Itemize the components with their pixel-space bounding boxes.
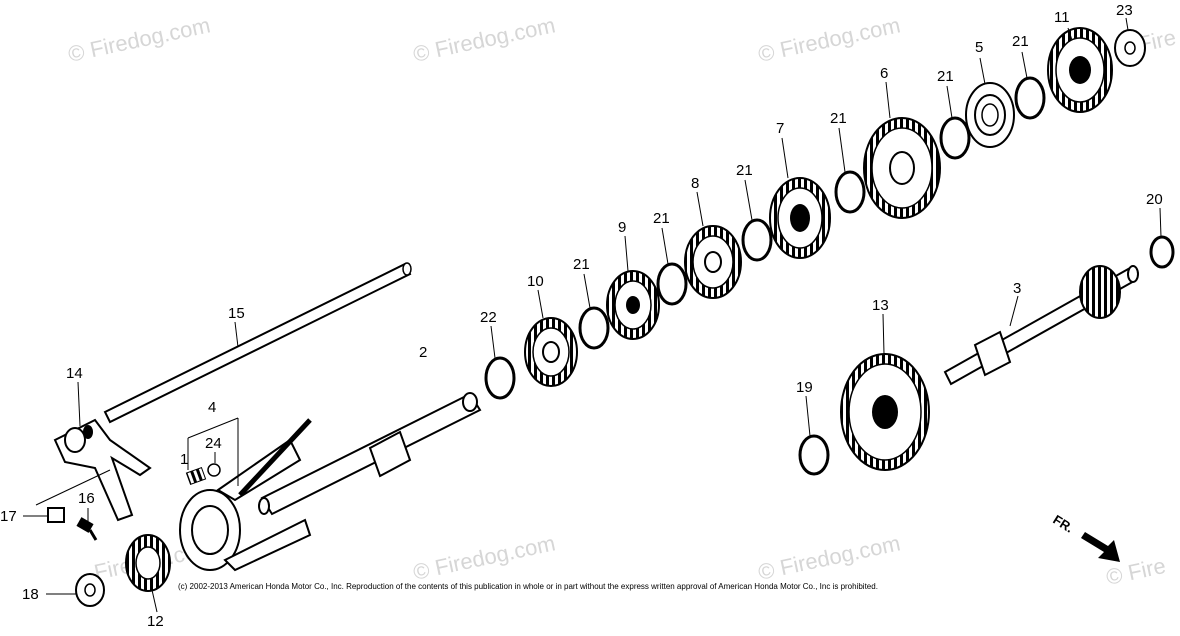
callout-7: 7 — [776, 120, 784, 137]
callout-16: 16 — [78, 490, 95, 507]
gear-11 — [1047, 27, 1113, 113]
callout-15: 15 — [228, 305, 245, 322]
gear-7 — [769, 177, 831, 259]
shift-fork-14 — [53, 418, 152, 522]
washer-21 — [656, 262, 688, 306]
gear-8 — [684, 225, 742, 299]
callout-6: 6 — [880, 65, 888, 82]
front-label: FR. — [1050, 512, 1076, 536]
callout-1: 1 — [180, 451, 188, 468]
copyright-notice: (c) 2002-2013 American Honda Motor Co., … — [178, 582, 878, 591]
callout-21: 21 — [736, 162, 753, 179]
callout-8: 8 — [691, 175, 699, 192]
washer-23 — [1114, 29, 1146, 67]
gear-12 — [125, 534, 171, 592]
watermark-text: © Firedog.com — [411, 530, 558, 585]
gear-13 — [840, 353, 930, 471]
callout-21: 21 — [830, 110, 847, 127]
callout-14: 14 — [66, 365, 83, 382]
callout-17: 17 — [0, 508, 17, 525]
leader-lines — [23, 17, 1162, 613]
callout-20: 20 — [1146, 191, 1163, 208]
gear-6 — [863, 117, 941, 219]
washer-21 — [578, 306, 610, 350]
watermark-text: © Firedog.com — [411, 12, 558, 67]
callout-11: 11 — [1054, 9, 1070, 26]
fork-shaft-15 — [103, 262, 412, 424]
mainshaft-2 — [258, 392, 482, 516]
washer-20 — [1149, 235, 1175, 269]
watermark-text: © Firedog.com — [756, 12, 903, 67]
callout-3: 3 — [1013, 280, 1021, 297]
washer-21 — [834, 170, 866, 214]
callout-9: 9 — [618, 219, 626, 236]
bearing-5 — [965, 82, 1015, 148]
bolt-17 — [47, 507, 65, 523]
callout-21: 21 — [653, 210, 670, 227]
bolt-16 — [76, 517, 98, 541]
callout-21: 21 — [937, 68, 954, 85]
washer-18 — [75, 573, 105, 607]
callout-12: 12 — [147, 613, 164, 630]
washer-22 — [484, 356, 516, 400]
callout-18: 18 — [22, 586, 39, 603]
callout-22: 22 — [480, 309, 497, 326]
washer-19 — [798, 434, 830, 476]
washer-21 — [939, 116, 971, 160]
callout-24: 24 — [205, 435, 222, 452]
callout-2: 2 — [419, 344, 427, 361]
callout-21: 21 — [1012, 33, 1029, 50]
watermark-text: © Firedog.com — [66, 12, 213, 67]
callout-19: 19 — [796, 379, 813, 396]
callouts: 11 23 21 5 21 6 21 7 21 8 21 9 21 10 22 … — [0, 2, 1163, 630]
washer-21 — [741, 218, 773, 262]
callout-10: 10 — [527, 273, 544, 290]
callout-5: 5 — [975, 39, 983, 56]
gear-10 — [524, 317, 578, 387]
washer-21 — [1014, 76, 1046, 120]
callout-23: 23 — [1116, 2, 1133, 19]
countershaft-3 — [943, 265, 1139, 386]
gear-9 — [606, 270, 660, 340]
front-direction-arrow: FR. — [1050, 512, 1120, 562]
callout-13: 13 — [872, 297, 889, 314]
callout-4: 4 — [208, 399, 216, 416]
callout-21: 21 — [573, 256, 590, 273]
watermark-text: © Firedog.com — [756, 530, 903, 585]
